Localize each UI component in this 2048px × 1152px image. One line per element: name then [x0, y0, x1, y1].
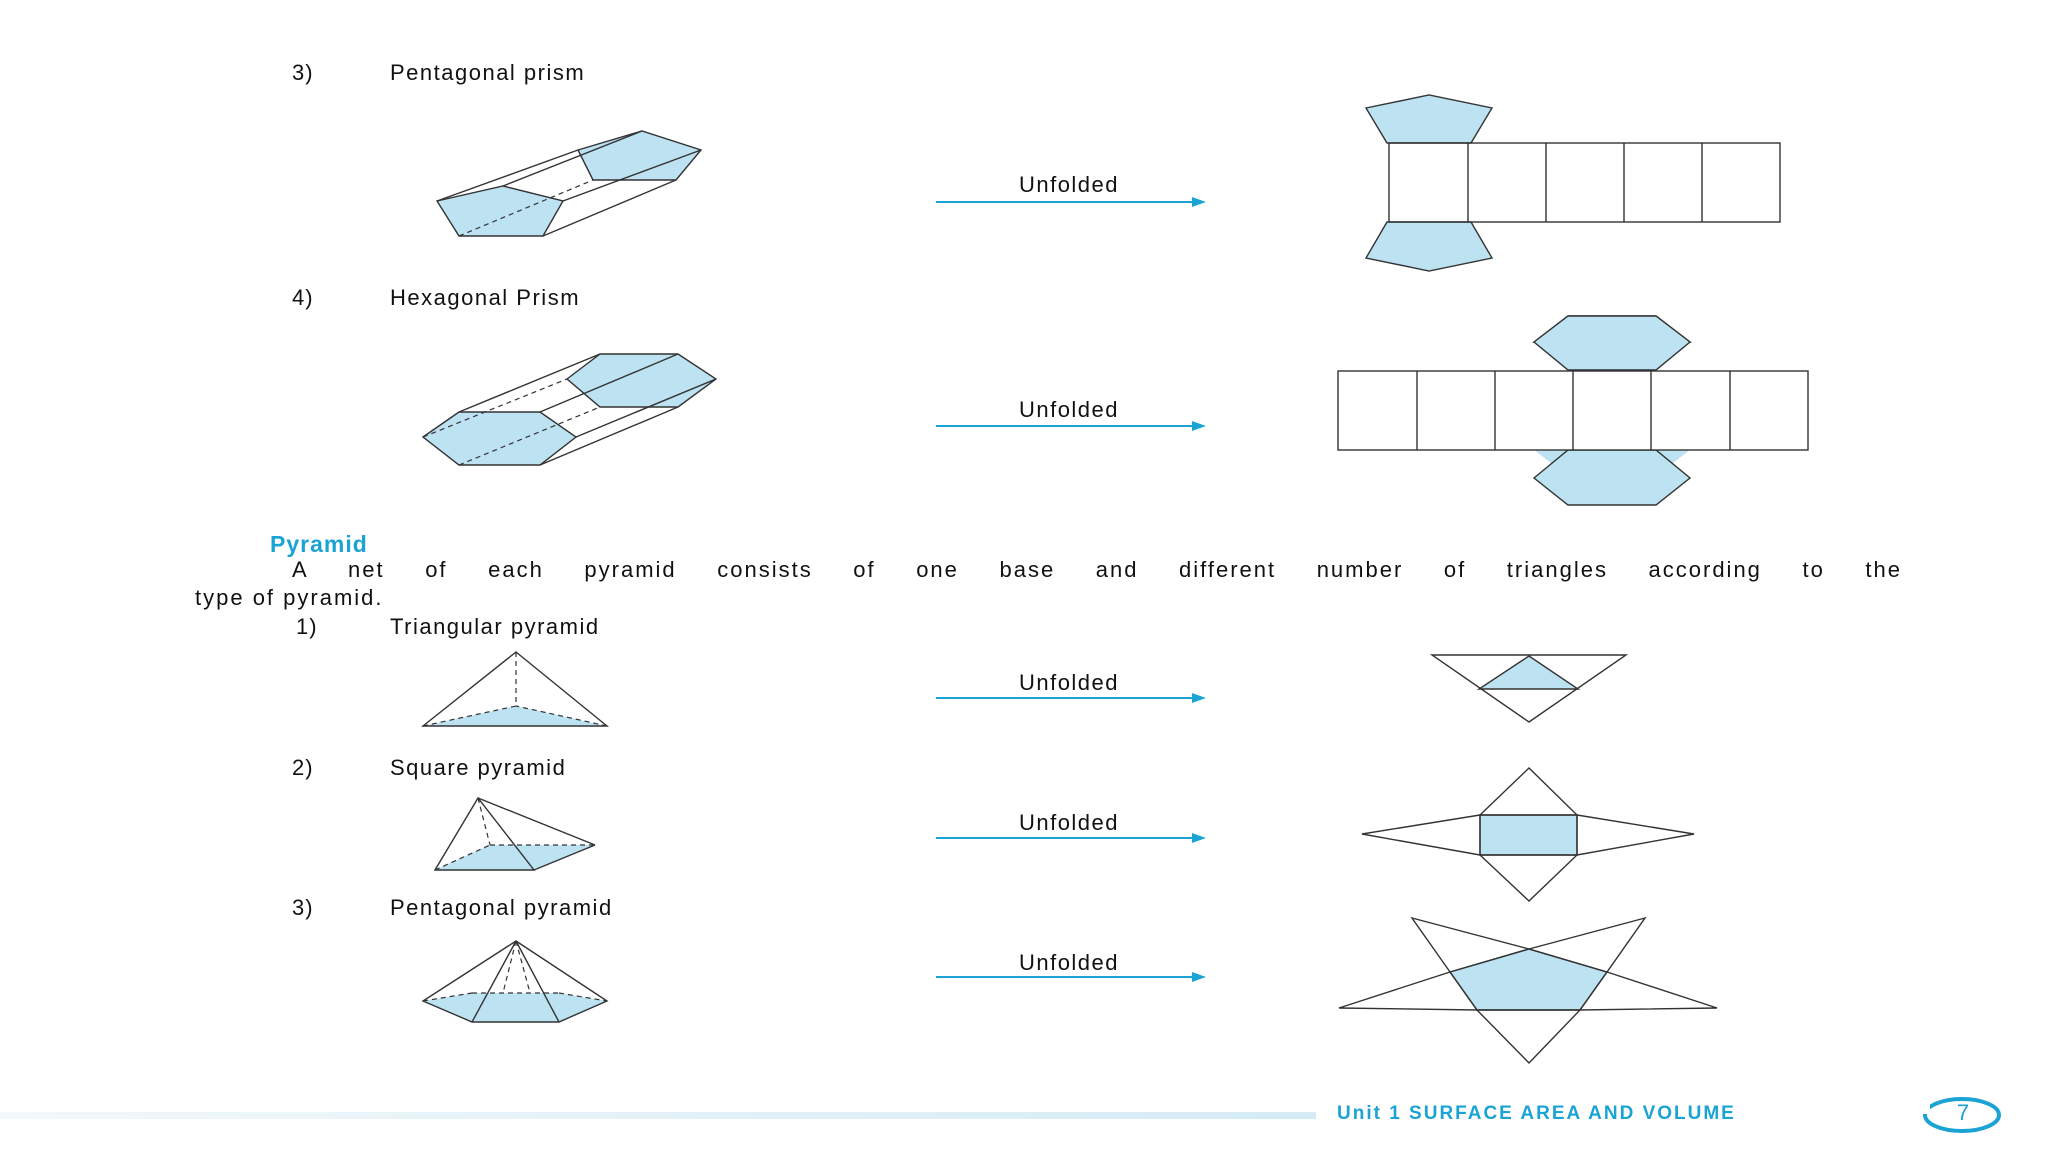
unfolded-label: Unfolded	[1018, 670, 1120, 695]
item-number: 3)	[292, 60, 314, 85]
page-number: 7	[1956, 1100, 1970, 1125]
item-label: Hexagonal Prism	[390, 285, 581, 310]
section-heading: Pyramid	[270, 531, 368, 557]
footer-rule	[0, 1112, 1316, 1119]
unfolded-label: Unfolded	[1018, 172, 1120, 197]
unfolded-label: Unfolded	[1018, 810, 1120, 835]
section-paragraph-line-1: A net of each pyramid consists of one ba…	[292, 557, 1902, 582]
item-number: 2)	[292, 755, 314, 780]
item-label: Pentagonal prism	[390, 60, 586, 85]
item-number: 1)	[296, 614, 318, 639]
item-label: Pentagonal pyramid	[390, 895, 613, 920]
unfolded-label: Unfolded	[1018, 397, 1120, 422]
unfolded-label: Unfolded	[1018, 950, 1120, 975]
footer-unit-title: Unit 1 SURFACE AREA AND VOLUME	[1337, 1103, 1736, 1124]
item-label: Triangular pyramid	[390, 614, 600, 639]
section-paragraph-line-2: type of pyramid.	[195, 585, 384, 610]
item-number: 4)	[292, 285, 314, 310]
item-label: Square pyramid	[390, 755, 567, 780]
item-number: 3)	[292, 895, 314, 920]
